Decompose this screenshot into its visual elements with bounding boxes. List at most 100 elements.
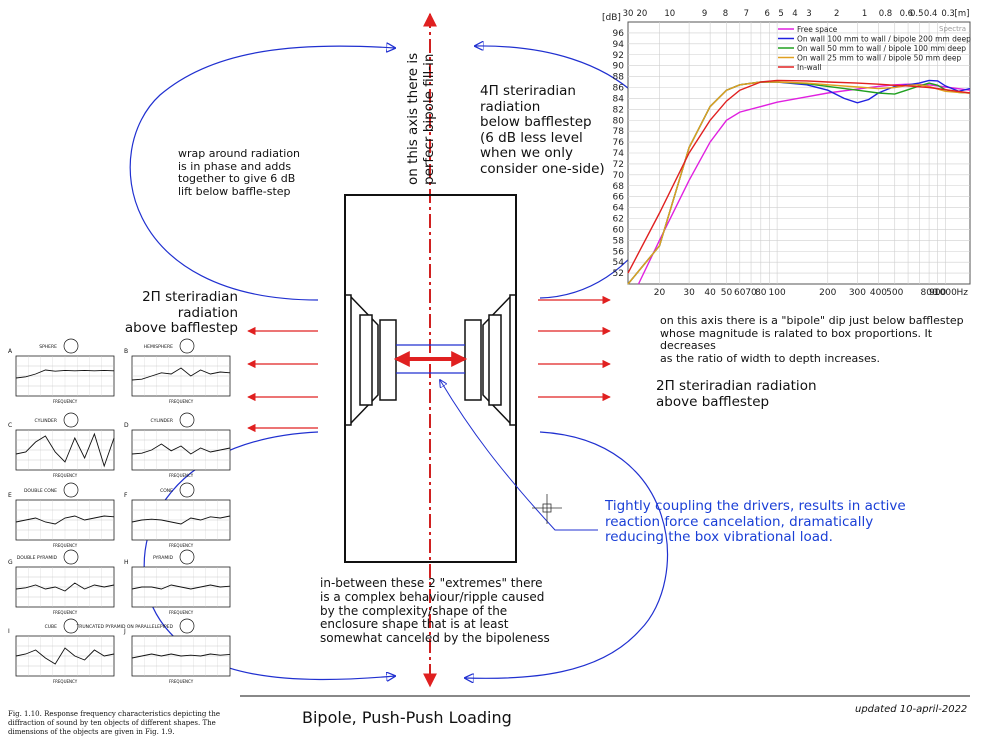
olson-axis-label: FREQUENCY — [53, 610, 78, 615]
top-tick-label: 9 — [702, 9, 707, 19]
olson-response-curve — [15, 582, 115, 592]
top-tick-label: 10 — [664, 9, 675, 19]
olson-panel-letter: A — [8, 348, 13, 355]
y-tick-label: 72 — [613, 160, 624, 170]
top-tick-label: 6 — [764, 9, 769, 19]
y-tick-label: 68 — [613, 182, 625, 192]
top-tick-label: 0.4 — [924, 9, 938, 19]
olson-shape-name: CYLINDER — [35, 418, 57, 424]
olson-axis-label: FREQUENCY — [53, 473, 78, 478]
olson-shape-name: TRUNCATED PYRAMID ON PARALLELEPIPED — [75, 624, 173, 630]
olson-shape-icon — [179, 618, 195, 634]
top-tick-label: 7 — [744, 9, 749, 19]
crosshair-icon — [532, 494, 562, 524]
legend-entry: On wall 50 mm to wall / bipole 100 mm de… — [797, 44, 966, 53]
y-tick-label: 58 — [613, 236, 625, 246]
olson-shape-icon — [179, 338, 195, 354]
coupling-callout — [440, 380, 598, 531]
olson-panel-letter: E — [8, 492, 12, 499]
top-tick-label: 4 — [792, 9, 797, 19]
olson-shape-name: HEMISPHERE — [144, 344, 173, 350]
top-tick-label: 1 — [862, 9, 867, 19]
olson-response-curve — [131, 515, 231, 525]
x-tick-label: 400 — [870, 288, 887, 298]
wrap-arc-top-left — [129, 46, 395, 301]
updated-date: updated 10-april-2022 — [855, 704, 968, 715]
olson-panel-letter: C — [8, 422, 12, 429]
y-tick-label: 82 — [613, 105, 624, 115]
olson-shape-icon — [179, 549, 195, 565]
olson-axis-label: FREQUENCY — [169, 473, 194, 478]
top-tick-label: 8 — [723, 9, 728, 19]
x-tick-label: 500 — [886, 288, 903, 298]
olson-shape-icon — [63, 412, 79, 428]
olson-shape-name: SPHERE — [39, 344, 57, 350]
olson-shape-icon — [63, 618, 79, 634]
top-tick-label: 5 — [778, 9, 783, 19]
left-radiation-arrows — [247, 326, 318, 433]
top-tick-label: 0.6 — [900, 9, 914, 19]
x-tick-label: 300 — [849, 288, 866, 298]
olson-response-curve — [15, 432, 115, 468]
y-tick-label: 94 — [613, 40, 625, 50]
olson-shape-name: DOUBLE PYRAMID — [17, 555, 58, 561]
top-tick-label: 0.8 — [879, 9, 893, 19]
two-pi-left-note: 2Π steriradian radiation above baffleste… — [124, 289, 238, 337]
y-tick-label: 90 — [613, 62, 625, 72]
y-tick-label: 62 — [613, 215, 624, 225]
olson-shape-icon — [63, 338, 79, 354]
x-tick-label: 50 — [721, 288, 733, 298]
legend-entry: On wall 25 mm to wall / bipole 50 mm dee… — [797, 54, 962, 63]
y-tick-label: 60 — [613, 225, 625, 235]
chart-grid — [628, 22, 970, 284]
x-tick-label: 800 — [921, 288, 938, 298]
y-tick-label: 88 — [613, 73, 625, 83]
right-driver — [464, 294, 517, 426]
top-tick-label: [m] — [955, 9, 970, 19]
olson-response-curve — [15, 647, 115, 665]
y-tick-label: 70 — [613, 171, 625, 181]
olson-response-curve — [131, 443, 231, 455]
olson-response-curve — [131, 367, 231, 381]
olson-response-curve — [15, 369, 115, 379]
y-tick-label: 92 — [613, 51, 624, 61]
olson-panel-letter: F — [124, 492, 128, 499]
y-tick-label: 96 — [613, 29, 625, 39]
olson-shape-name: PYRAMID — [153, 555, 174, 561]
legend-entry: In-wall — [797, 63, 822, 72]
y-tick-label: 54 — [613, 258, 625, 268]
in-between-note: in-between these 2 "extremes" there is a… — [320, 576, 550, 646]
top-tick-label: 20 — [637, 9, 648, 19]
legend-entry: On wall 100 mm to wall / bipole 200 mm d… — [797, 35, 971, 44]
y-tick-label: 74 — [613, 149, 625, 159]
y-tick-label: 80 — [613, 116, 625, 126]
y-tick-label: 84 — [613, 94, 625, 104]
y-tick-label: 52 — [613, 269, 624, 279]
four-pi-note: 4Π steriradian radiation below baffleste… — [480, 83, 605, 177]
x-tick-label: 40 — [704, 288, 716, 298]
x-tick-label: 30 — [683, 288, 695, 298]
top-tick-label: 0.3 — [941, 9, 955, 19]
olson-axis-label: FREQUENCY — [169, 679, 194, 684]
x-tick-label: 1000 — [934, 288, 957, 298]
x-tick-label: 900 — [929, 288, 946, 298]
x-tick-label: 200 — [819, 288, 836, 298]
y-tick-label: 64 — [613, 204, 625, 214]
x-tick-label: 70 — [745, 288, 757, 298]
y-tick-label: 76 — [613, 138, 625, 148]
axis-note: on this axis there is perfecr bipole fil… — [405, 25, 437, 185]
olson-shape-icon — [63, 549, 79, 565]
bipole-dip-note: on this axis there is a "bipole" dip jus… — [660, 314, 964, 365]
x-tick-label: 20 — [654, 288, 666, 298]
olson-panel-letter: I — [8, 628, 10, 635]
